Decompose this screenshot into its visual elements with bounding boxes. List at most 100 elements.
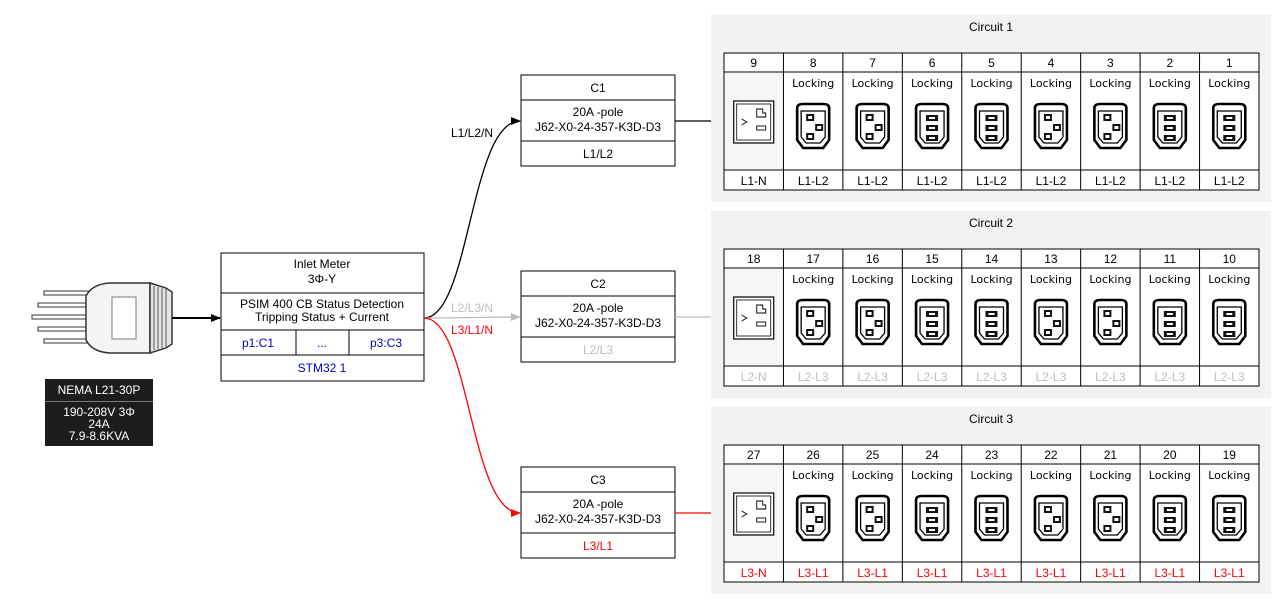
outlet-number: 17	[806, 252, 820, 266]
c19-outlet-icon	[855, 102, 890, 150]
outlet-locking-label: Locking	[1030, 77, 1072, 90]
c13-outlet-icon	[1152, 102, 1188, 150]
outlet-number: 6	[929, 56, 936, 70]
outlet-phase: L3-L1	[798, 566, 829, 580]
outlet-number: 18	[747, 252, 761, 266]
c13-outlet-icon	[1211, 298, 1247, 346]
meter-port-link[interactable]: p1:C1	[242, 336, 274, 350]
outlet-locking-label: Locking	[1149, 273, 1191, 286]
outlet-locking-label: Locking	[1089, 273, 1131, 286]
outlet-phase: L2-L3	[857, 370, 888, 384]
c13-outlet-icon	[974, 298, 1009, 346]
outlet-locking-label: Locking	[852, 469, 894, 482]
outlet-locking-label: Locking	[911, 469, 953, 482]
outlet-phase: L2-N	[741, 370, 767, 384]
outlet-number: 24	[925, 448, 939, 462]
meter-port-link[interactable]: ...	[317, 336, 327, 350]
circuit-title: Circuit 2	[969, 216, 1013, 230]
outlet-locking-label: Locking	[970, 273, 1012, 286]
outlet-phase: L1-L2	[1154, 174, 1185, 188]
c13-outlet-icon	[1211, 102, 1247, 150]
plug-voltage: 190-208V 3Φ	[63, 405, 135, 419]
outlet-phase: L2-L3	[1095, 370, 1126, 384]
outlet-number: 11	[1164, 252, 1177, 266]
outlet-phase: L1-L2	[976, 174, 1007, 188]
breaker-name: C3	[590, 473, 606, 487]
c13-outlet-icon	[914, 298, 950, 346]
outlet-number: 26	[806, 448, 820, 462]
c19-outlet-icon	[795, 298, 831, 346]
outlet-phase: L3-L1	[1154, 566, 1185, 580]
inlet-meter-node: Inlet Meter 3Φ-Y PSIM 400 CB Status Dete…	[220, 252, 425, 382]
outlet-number: 22	[1044, 448, 1058, 462]
circuit-title: Circuit 3	[969, 412, 1013, 426]
outlet-number: 1	[1226, 56, 1233, 70]
outlet-locking-label: Locking	[970, 77, 1012, 90]
outlet-phase: L2-L3	[1214, 370, 1245, 384]
outlet-number: 20	[1163, 448, 1177, 462]
c14-inlet-icon	[733, 296, 775, 340]
breaker-part-number: J62-X0-24-357-K3D-D3	[535, 316, 661, 330]
meter-port-link[interactable]: p3:C3	[370, 336, 402, 350]
outlet-phase: L3-L1	[917, 566, 948, 580]
outlet-number: 16	[866, 252, 880, 266]
outlet-phase: L1-L2	[1095, 174, 1126, 188]
outlet-number: 9	[750, 56, 757, 70]
outlet-phase: L1-L2	[1214, 174, 1245, 188]
outlet-number: 4	[1048, 56, 1055, 70]
outlet-locking-label: Locking	[1208, 77, 1250, 90]
outlet-cell: 9L1-N	[733, 56, 775, 188]
outlet-phase: L3-L1	[857, 566, 888, 580]
c13-outlet-icon	[914, 102, 950, 150]
plug-current: 24A	[88, 417, 110, 431]
c19-outlet-icon	[795, 494, 831, 542]
outlet-locking-label: Locking	[1030, 273, 1072, 286]
c14-inlet-icon	[733, 100, 775, 144]
meter-to-breaker-edge	[423, 313, 521, 322]
outlet-locking-label: Locking	[1030, 469, 1072, 482]
circuit-title: Circuit 1	[969, 20, 1013, 34]
plug-name: NEMA L21-30P	[45, 379, 153, 402]
outlet-phase: L3-L1	[1214, 566, 1245, 580]
breaker-rating: 20A -pole	[573, 301, 624, 315]
c13-outlet-icon	[1152, 494, 1188, 542]
plug-spec-card: NEMA L21-30P 190-208V 3Φ 24A 7.9-8.6KVA	[45, 379, 153, 446]
outlet-locking-label: Locking	[1149, 469, 1191, 482]
outlet-locking-label: Locking	[911, 273, 953, 286]
c19-outlet-icon	[1033, 298, 1069, 346]
outlet-phase: L2-L3	[917, 370, 948, 384]
c13-outlet-icon	[974, 494, 1009, 542]
outlet-number: 13	[1044, 252, 1058, 266]
meter-controller-link[interactable]: STM32 1	[298, 361, 347, 375]
c19-outlet-icon	[1093, 298, 1128, 346]
c13-outlet-icon	[914, 494, 950, 542]
breaker-lines: L2/L3	[583, 343, 613, 357]
breaker-lines: L3/L1	[583, 539, 613, 553]
outlet-phase: L1-L2	[917, 174, 948, 188]
outlet-phase: L3-L1	[1095, 566, 1126, 580]
c13-outlet-icon	[1211, 494, 1247, 542]
breaker-lines: L1/L2	[583, 147, 613, 161]
outlet-phase: L1-L2	[1036, 174, 1067, 188]
outlet-phase: L1-L2	[857, 174, 888, 188]
meter-phase: 3Φ-Y	[308, 272, 336, 286]
meter-to-breaker-edge	[423, 317, 521, 517]
